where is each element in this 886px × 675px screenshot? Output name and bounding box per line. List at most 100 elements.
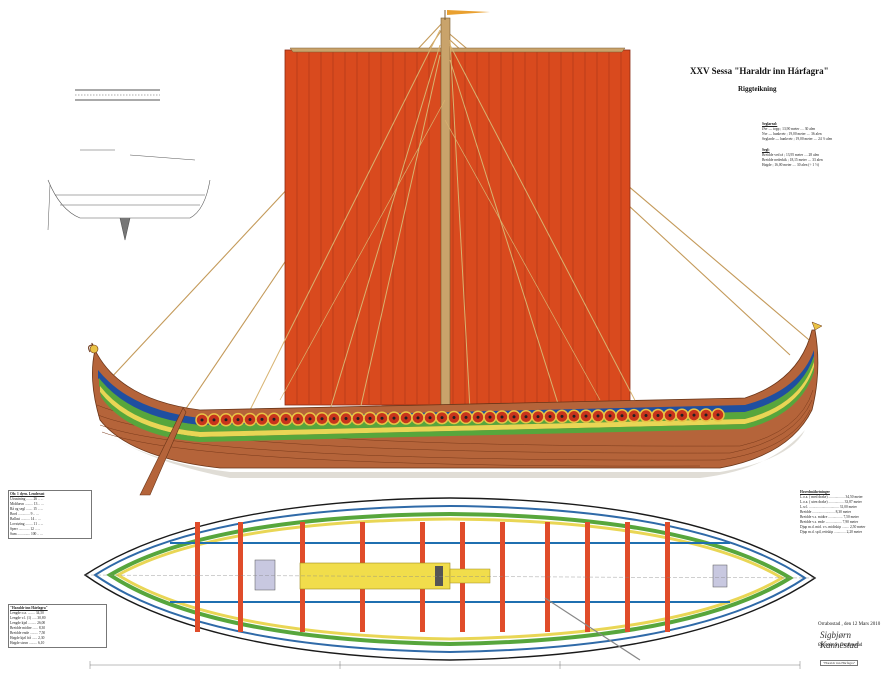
plan-beam — [238, 522, 243, 632]
hull-data-row: Lengde kjøl ......... 26,00 — [10, 621, 46, 625]
plan-beam — [625, 522, 630, 632]
shield-boss — [308, 417, 312, 421]
hull-data-heading: "Haraldr inn Hárfagra" — [10, 606, 48, 610]
shield-boss — [644, 414, 648, 418]
weight-table-heading: Ofr. 1 dyrn. Lenderast — [10, 492, 45, 496]
rigging-front — [249, 29, 641, 411]
shield-boss — [548, 415, 552, 419]
shield-boss — [668, 413, 672, 417]
shield-boss — [368, 416, 372, 420]
hull-data-row: Breidde ende ......... 7,50 — [10, 631, 46, 635]
drawing-title: XXV Sessa "Haraldr inn Hárfagra" — [690, 66, 829, 76]
shield-boss — [512, 415, 516, 419]
hull-data-row: Lengde v.l. (1) ..... 30,80 — [10, 616, 46, 620]
main-dimensions-row: L.o.a. ( uten drake) ................. 3… — [800, 500, 862, 504]
weight-table-row: Midthavn ......... 13 .. ... — [10, 502, 44, 506]
main-dimensions-row: Djup m.d. mid. v.s. midtskip ........ 2,… — [800, 525, 866, 529]
main-dimensions-row: L.w.l. .................................… — [800, 505, 857, 509]
hull-data-row: Lengde o.a. ........ 34,50 — [10, 611, 44, 615]
weight-table-row: Bord ............. 9 .. ... — [10, 512, 39, 516]
shield-boss — [596, 414, 600, 418]
shield-boss — [452, 415, 456, 419]
shield-boss — [584, 414, 588, 418]
weight-table-row: Sperr ............ 12 .. ... — [10, 527, 41, 531]
weight-table-row: Ballast .......... 14 .. ... — [10, 517, 41, 521]
shield-boss — [344, 417, 348, 421]
shield-boss — [272, 417, 276, 421]
shield-boss — [476, 415, 480, 419]
weight-table-row: Sum .............. 100 .. ... — [10, 532, 43, 536]
mast-flag — [447, 10, 490, 15]
shield-boss — [284, 417, 288, 421]
shield-boss — [380, 416, 384, 420]
sail-area-row: Seglarde — hunkvetr ; 19,00 meter .... 2… — [762, 137, 833, 141]
hull-data-table: "Haraldr inn Hárfagra" Lengde o.a. .....… — [8, 604, 107, 648]
plan-beam — [500, 522, 505, 632]
sail-area-heading: Seglareal: — [762, 122, 778, 126]
shield-boss — [680, 413, 684, 417]
shield-boss — [572, 414, 576, 418]
sail-dimensions-heading: Segl: — [762, 148, 770, 152]
shield-boss — [440, 416, 444, 420]
hull-data-row: Høgde stavn ......... 6,10 — [10, 641, 45, 645]
shield-boss — [416, 416, 420, 420]
sail-dimensions-row: Breidde ved rá ; 13,95 meter .... 28 ale… — [762, 153, 819, 157]
sail-area-row: Nvr — hunkvetr ; 19,00 meter .... 36 ale… — [762, 132, 822, 136]
drawing-ref-box: "Haraldr inn Hárfagra" — [820, 660, 859, 666]
sail-area-table: Seglareal: Øvr — topp ; 13,90 meter ....… — [762, 122, 882, 142]
shield-boss — [524, 415, 528, 419]
shield-boss — [248, 418, 252, 422]
hull-plan — [83, 497, 817, 669]
shield-boss — [224, 418, 228, 422]
main-dimensions-row: Breidde ......................... 8,30 m… — [800, 510, 852, 514]
shield-boss — [392, 416, 396, 420]
main-dimensions-row: L.o.a. ( med drake) .................. 3… — [800, 495, 863, 499]
shield-boss — [260, 417, 264, 421]
main-dimensions-row: Djup m.d. spil, rettskip ............. 2… — [800, 530, 862, 534]
main-dimensions-heading: Hovedmålsetninger — [800, 490, 830, 494]
weight-table: Ofr. 1 dyrn. Lenderast Utrustning ......… — [8, 490, 92, 539]
shield-boss — [488, 415, 492, 419]
shield-boss — [656, 413, 660, 417]
shield-boss — [236, 418, 240, 422]
main-dimensions-row: Breidde v.s. ende .................. 7,9… — [800, 520, 859, 524]
hull-data-row: Høgde kjøl frå ...... 2,30 — [10, 636, 45, 640]
sail-dimensions-row: Høgde ; 16,00 meter .... 30 alen (÷ 1 ½) — [762, 163, 819, 167]
shield-boss — [692, 413, 696, 417]
shield-boss — [212, 418, 216, 422]
plan-beam — [195, 522, 200, 632]
shield-boss — [200, 418, 204, 422]
shield-boss — [296, 417, 300, 421]
shield-boss — [716, 413, 720, 417]
plan-beam — [585, 522, 590, 632]
shield-boss — [404, 416, 408, 420]
hull-data-row: Breidde midtre ...... 8,30 — [10, 626, 46, 630]
shield-boss — [536, 415, 540, 419]
shield-boss — [332, 417, 336, 421]
shield-boss — [608, 414, 612, 418]
sail-dimensions-table: Segl: Breidde ved rá ; 13,95 meter .... … — [762, 148, 882, 168]
drawing-subtitle: Riggteikning — [738, 85, 777, 93]
main-dimensions-row: Breidde v.s. midtre ................ 7,5… — [800, 515, 859, 519]
shield-boss — [704, 413, 708, 417]
sail — [284, 49, 631, 406]
shield-boss — [428, 416, 432, 420]
sail-area-row: Øvr — topp ; 13,90 meter .... 30 alen — [762, 127, 816, 131]
yard — [289, 47, 626, 53]
shield-boss — [464, 415, 468, 419]
designer-name: Øystein S. Orrabostad — [818, 643, 863, 648]
shield-boss — [320, 417, 324, 421]
shield-boss — [356, 416, 360, 420]
weight-table-row: Rå og segl ....... 15 .. ... — [10, 507, 44, 511]
shield-boss — [560, 414, 564, 418]
shield-boss — [632, 414, 636, 418]
profile-sketch — [47, 89, 211, 241]
hull-side — [88, 321, 823, 496]
shield-boss — [620, 414, 624, 418]
shield-boss — [500, 415, 504, 419]
weight-table-row: Utrustning ....... 26 .. ... — [10, 497, 44, 501]
weight-table-row: Lovstøing ........ 11 .. ... — [10, 522, 44, 526]
sail-dimensions-row: Breidde nederkik ; 18,15 meter .... 33 a… — [762, 158, 823, 162]
place-date: Orrabostad , den 12 Mars 2010 — [818, 622, 881, 627]
